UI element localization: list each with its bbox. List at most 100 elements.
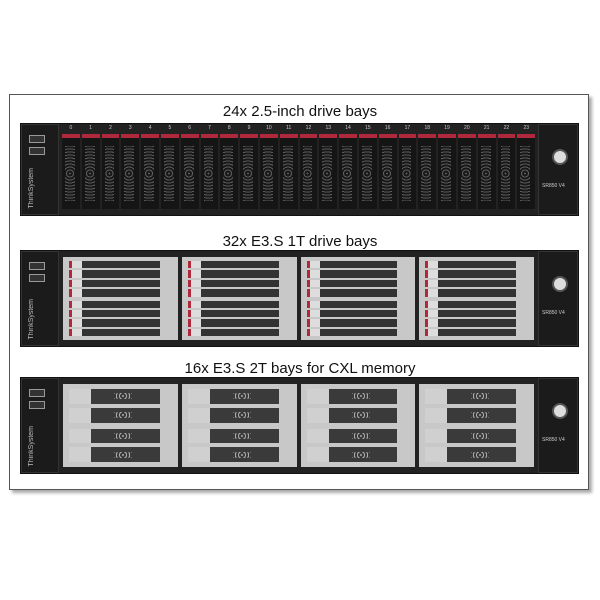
e3s-2t-cxl-module <box>187 389 279 404</box>
bay-number: 11 <box>286 125 292 131</box>
drive-block <box>303 300 414 338</box>
e3s-2t-cxl-module <box>425 428 516 444</box>
drive-bay: 13 <box>319 125 338 209</box>
drive-block <box>303 427 414 465</box>
e3s-1t-drive <box>425 279 516 288</box>
e3s-1t-drive <box>425 300 516 308</box>
drive-bay: 9 <box>240 125 258 209</box>
bay-number: 23 <box>523 125 529 131</box>
e3s-1t-drive <box>425 319 516 327</box>
usb-port-icon <box>29 262 45 270</box>
vent-holes <box>104 146 115 201</box>
bay-number: 6 <box>188 125 192 131</box>
power-button-icon <box>552 149 568 165</box>
drive-cage <box>63 257 178 340</box>
e3s-1t-drive <box>306 270 398 278</box>
drive-bay: 17 <box>398 125 417 209</box>
vent-holes <box>183 146 194 201</box>
drive-bay: 18 <box>418 125 437 209</box>
left-ear: ThinkSystem <box>21 251 59 346</box>
usb-port-icon <box>29 401 45 409</box>
bay-number: 9 <box>247 125 251 131</box>
power-button-icon <box>552 403 568 419</box>
drive-bay: 1 <box>81 125 100 209</box>
bay-number: 2 <box>109 125 112 131</box>
bay-number: 22 <box>503 125 510 131</box>
bay-number: 13 <box>325 125 332 131</box>
vent-holes <box>124 146 135 201</box>
right-ear: SR850 V4 <box>538 251 578 346</box>
vent-holes <box>361 146 372 201</box>
e3s-1t-drive <box>187 309 279 318</box>
e3s-2t-cxl-module <box>187 447 279 462</box>
drive-bay: 21 <box>477 125 496 209</box>
vent-holes <box>401 146 412 201</box>
e3s-1t-drive <box>306 309 398 318</box>
bay-number: 3 <box>128 125 132 131</box>
e3s-1t-drive <box>187 270 279 278</box>
drive-cage <box>300 384 416 467</box>
bay-number: 1 <box>89 125 93 131</box>
drive-block <box>65 387 176 425</box>
drive-bay: 23 <box>517 125 536 209</box>
bay-number: 20 <box>464 125 470 131</box>
usb-port-icon <box>29 147 45 155</box>
e3s-2t-cxl-module <box>306 407 398 423</box>
vent-holes <box>243 146 253 201</box>
left-ear: ThinkSystem <box>21 378 59 473</box>
e3s-1t-drive <box>69 289 160 297</box>
e3s-2t-cxl-module <box>306 389 398 404</box>
vent-holes <box>262 146 273 201</box>
e3s-1t-drive <box>187 328 279 336</box>
e3s-2t-cxl-module <box>306 447 398 462</box>
bay-number: 17 <box>404 125 411 131</box>
drive-bay: 0 <box>62 125 80 209</box>
server-32-e3s-1t: ThinkSystem SR850 V4 <box>20 250 579 347</box>
drive-cage <box>63 384 178 467</box>
e3s-1t-drive <box>69 279 160 288</box>
drive-block <box>65 300 176 338</box>
drive-block <box>184 260 295 298</box>
drive-block <box>303 387 414 425</box>
drive-bay: 19 <box>438 125 456 209</box>
e3s-1t-drive <box>69 309 160 318</box>
drive-bay: 11 <box>279 125 298 209</box>
vent-holes <box>282 146 293 201</box>
brand-label: ThinkSystem <box>28 425 35 466</box>
bay-number: 7 <box>208 125 211 131</box>
drive-block <box>184 427 295 465</box>
e3s-1t-drive <box>306 328 398 336</box>
drive-bay: 5 <box>160 125 179 209</box>
e3s-1t-drive <box>69 328 160 336</box>
drive-cage <box>419 384 534 467</box>
drive-block <box>421 387 532 425</box>
vent-holes <box>163 146 174 201</box>
right-ear: SR850 V4 <box>538 124 578 215</box>
e3s-1t-drive <box>187 261 279 269</box>
drive-bay: 7 <box>200 125 219 209</box>
title-16x-e3s-2t: 16x E3.S 2T bays for CXL memory <box>184 360 416 377</box>
model-label: SR850 V4 <box>542 183 565 189</box>
drive-bay: 10 <box>259 125 278 209</box>
e3s-1t-drive <box>425 309 516 318</box>
e3s-1t-drive <box>69 261 160 269</box>
drive-cage <box>181 384 297 467</box>
drive-bay: 6 <box>180 125 199 209</box>
e3s-2t-cxl-module <box>306 428 398 444</box>
e3s-1t-drive <box>187 300 279 308</box>
e3s-1t-drive <box>187 319 279 327</box>
vent-holes <box>441 146 451 201</box>
usb-port-icon <box>29 389 45 397</box>
e3s-2t-cxl-module <box>69 389 160 404</box>
drive-block <box>65 260 176 298</box>
bay-number: 18 <box>424 125 431 131</box>
bay-number: 5 <box>168 125 172 131</box>
brand-label: ThinkSystem <box>28 298 35 339</box>
drive-bay: 22 <box>497 125 516 209</box>
bay-number: 14 <box>345 125 351 131</box>
vent-holes <box>65 146 75 201</box>
title-32x-e3s-1t: 32x E3.S 1T drive bays <box>222 233 378 250</box>
drive-block <box>421 427 532 465</box>
